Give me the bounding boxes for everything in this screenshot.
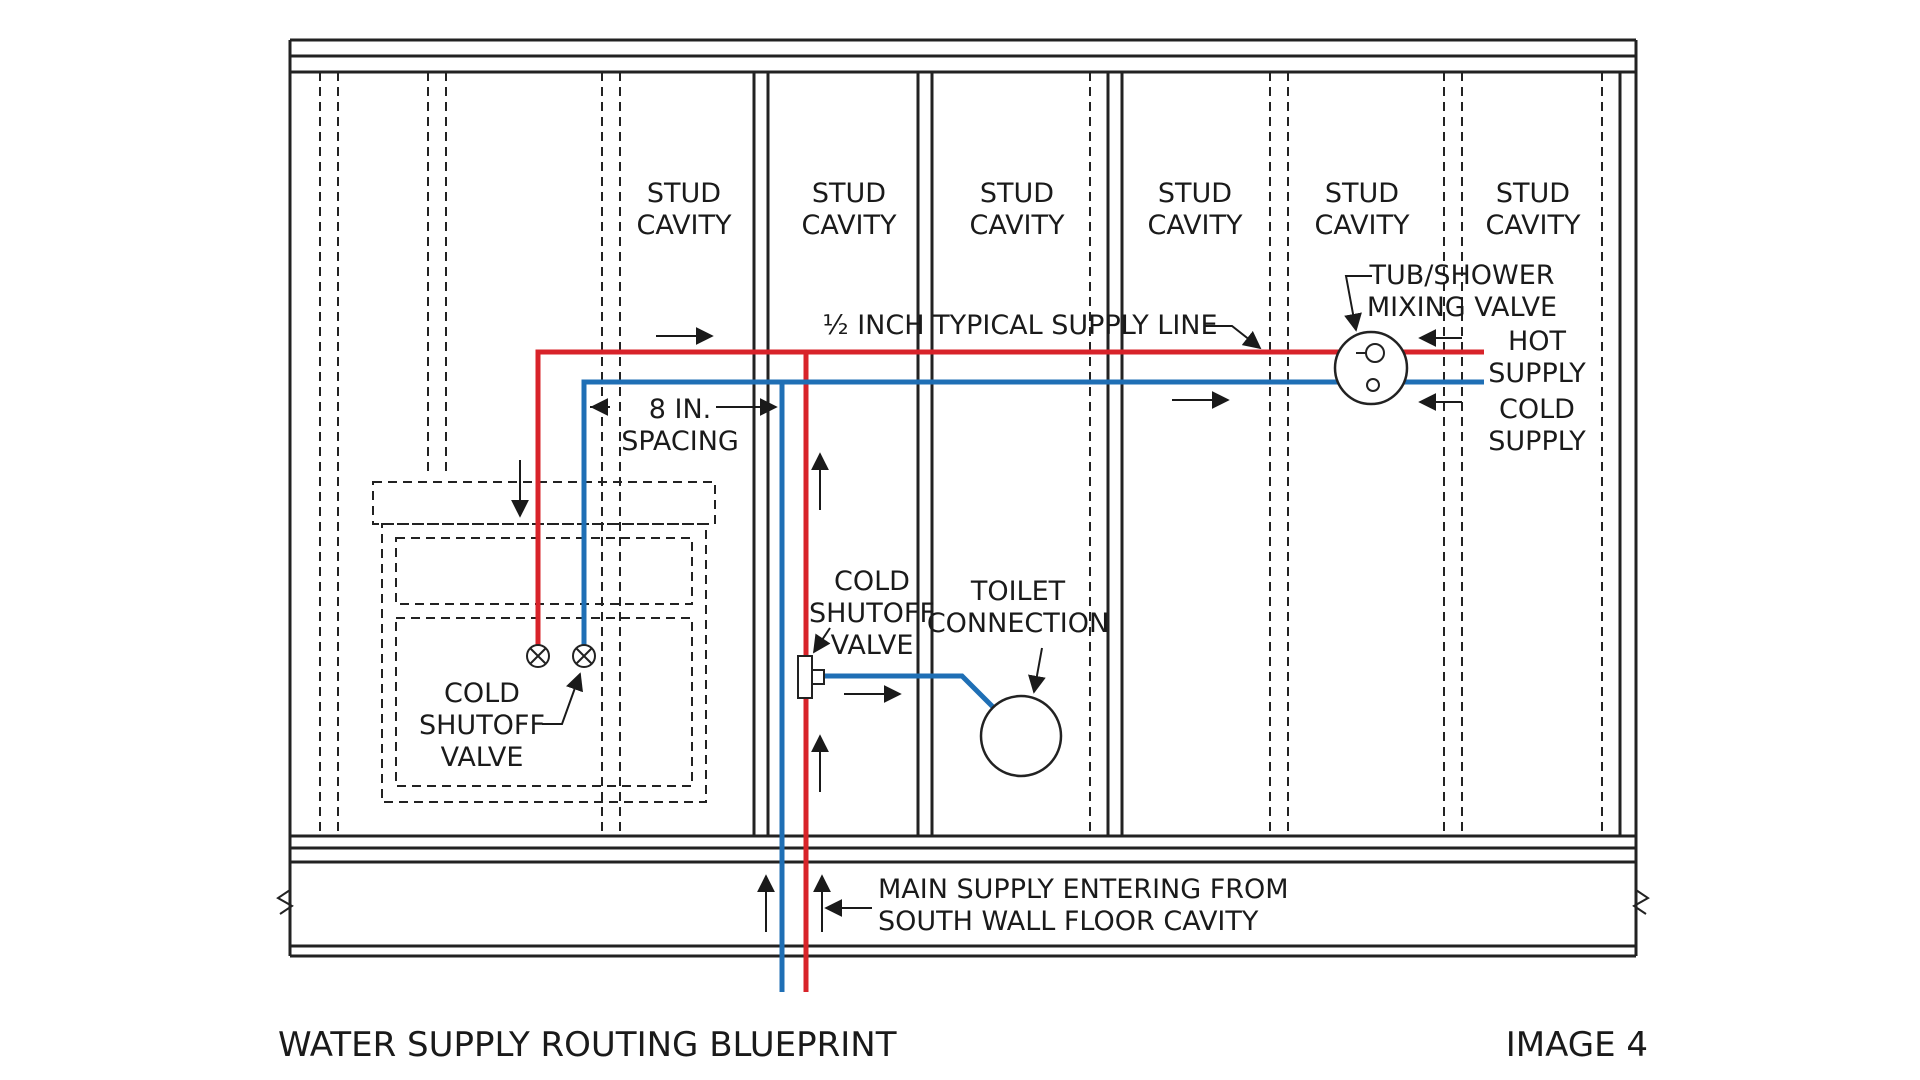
- stud-cavity-label-5-line2: CAVITY: [1314, 210, 1410, 241]
- stud-cavity-label-2-line1: STUD: [812, 178, 886, 209]
- sink-cold-shutoff-valve-icon: [572, 644, 596, 668]
- stud-cavity-label-3-line2: CAVITY: [969, 210, 1065, 241]
- spacing-label-line2: SPACING: [621, 426, 739, 457]
- cold-supply-label-line2: SUPPLY: [1488, 426, 1586, 457]
- hot-supply-label-line2: SUPPLY: [1488, 358, 1586, 389]
- stud-cavity-label-6-line2: CAVITY: [1485, 210, 1581, 241]
- sink-hot-shutoff-valve-icon: [526, 644, 550, 668]
- stud-cavity-label-5-line1: STUD: [1325, 178, 1399, 209]
- blueprint-title: WATER SUPPLY ROUTING BLUEPRINT: [278, 1025, 897, 1065]
- vanity-cabinet: [372, 481, 716, 803]
- hot-supply-label-line1: HOT: [1508, 326, 1567, 357]
- cold-water-pipes: [581, 379, 1484, 992]
- mixing-valve-label-line2: MIXING VALVE: [1367, 292, 1557, 323]
- sink-shutoff-label-line1: COLD: [444, 678, 520, 709]
- toilet-connection-label-line2: CONNECTION: [927, 608, 1109, 639]
- cold-supply-label-line1: COLD: [1499, 394, 1575, 425]
- supply-line-label: ½ INCH TYPICAL SUPPLY LINE: [822, 310, 1217, 341]
- stud-cavity-label-6-line1: STUD: [1496, 178, 1570, 209]
- studs: [319, 72, 1622, 836]
- stud-cavity-label-2-line2: CAVITY: [801, 210, 897, 241]
- leader-lines: [542, 275, 1372, 917]
- wall-frame: [276, 38, 1650, 958]
- stud-cavity-label-1-line2: CAVITY: [636, 210, 732, 241]
- stud-cavity-labels: STUD CAVITY STUD CAVITY STUD CAVITY STUD…: [636, 178, 1581, 241]
- image-number-label: IMAGE 4: [1506, 1025, 1648, 1065]
- toilet-shutoff-label-line2: SHUTOFF: [809, 598, 935, 629]
- sink-shutoff-label-line2: SHUTOFF: [419, 710, 545, 741]
- stud-cavity-label-4-line1: STUD: [1158, 178, 1232, 209]
- stud-cavity-label-1-line1: STUD: [647, 178, 721, 209]
- main-supply-label-line1: MAIN SUPPLY ENTERING FROM: [878, 874, 1289, 905]
- flow-arrows: [511, 327, 1462, 932]
- toilet-shutoff-label-line3: VALVE: [831, 630, 914, 661]
- sink-shutoff-label-line3: VALVE: [441, 742, 524, 773]
- toilet-shutoff-valve-icon: [797, 655, 825, 699]
- stud-cavity-label-3-line1: STUD: [980, 178, 1054, 209]
- mixing-valve-icon: [1333, 330, 1409, 406]
- toilet-connection-label-line1: TOILET: [970, 576, 1066, 607]
- toilet-fixture-icon: [979, 694, 1063, 778]
- mixing-valve-label-line1: TUB/SHOWER: [1368, 260, 1554, 291]
- toilet-shutoff-label-line1: COLD: [834, 566, 910, 597]
- main-supply-label-line2: SOUTH WALL FLOOR CAVITY: [878, 906, 1259, 937]
- stud-cavity-label-4-line2: CAVITY: [1147, 210, 1243, 241]
- spacing-label-line1: 8 IN.: [649, 394, 712, 425]
